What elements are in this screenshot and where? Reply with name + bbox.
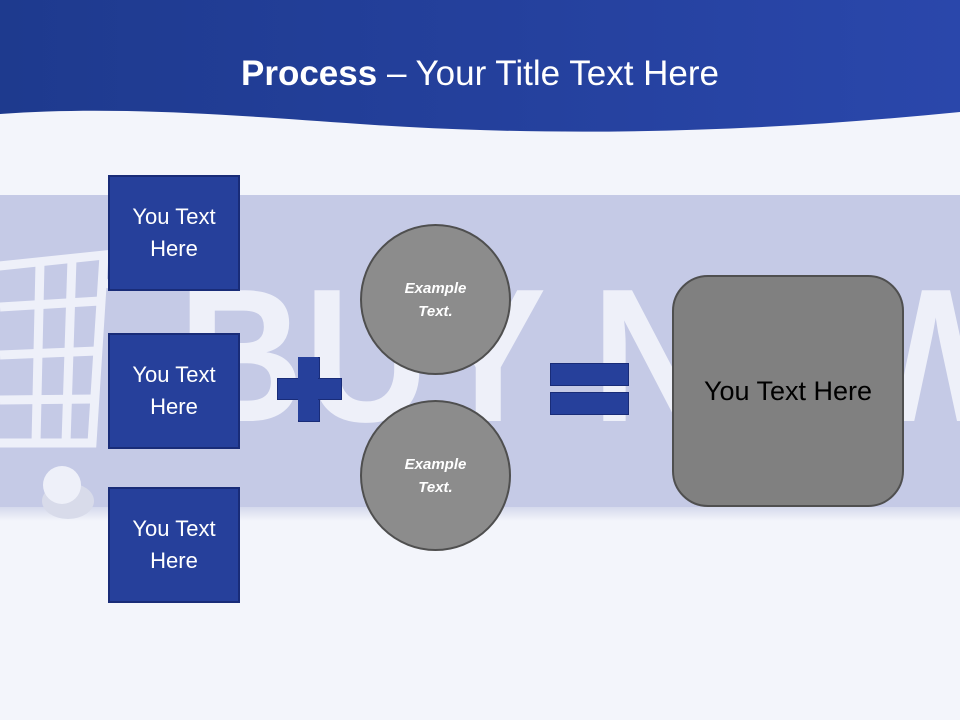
example-circle-1[interactable]: Example Text. [360, 224, 511, 375]
cart-wheel-icon [43, 466, 81, 504]
page-title: Process – Your Title Text Here [0, 52, 960, 96]
equals-bottom-bar [550, 392, 629, 415]
text-box-3[interactable]: You Text Here [108, 487, 240, 603]
shopping-cart-icon [0, 249, 120, 448]
plus-center [298, 357, 318, 420]
text-box-1[interactable]: You Text Here [108, 175, 240, 291]
equals-top-bar [550, 363, 629, 386]
text-box-1-label: You Text Here [132, 204, 216, 261]
text-box-2-label: You Text Here [132, 362, 216, 419]
text-box-2[interactable]: You Text Here [108, 333, 240, 449]
header-wave [0, 0, 960, 132]
result-box-label: You Text Here [703, 375, 873, 406]
result-box[interactable]: You Text Here [672, 275, 904, 507]
text-box-3-label: You Text Here [132, 516, 216, 573]
example-circle-2[interactable]: Example Text. [360, 400, 511, 551]
title-rest: – Your Title Text Here [377, 54, 719, 93]
title-bold: Process [241, 54, 378, 93]
example-circle-1-label: Example Text. [404, 279, 467, 320]
example-circle-2-label: Example Text. [404, 455, 467, 496]
